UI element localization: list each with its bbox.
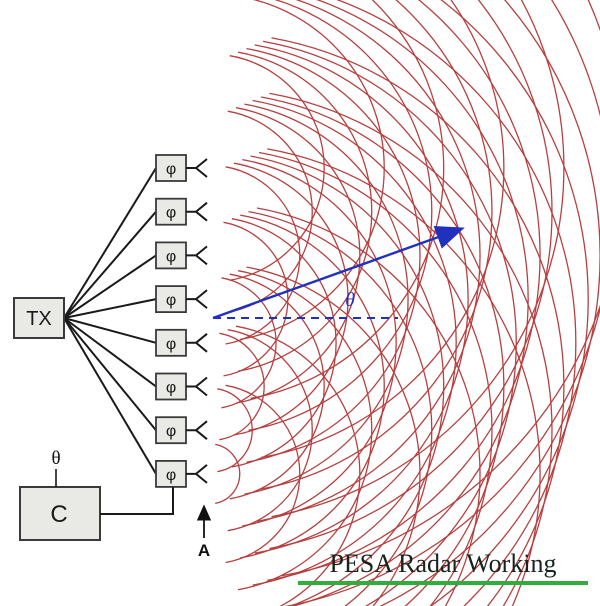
antenna-icon (186, 201, 208, 222)
wavefront-arcs (215, 0, 600, 606)
phase-shifter-label: φ (166, 336, 176, 353)
wavefront-arc (269, 0, 553, 550)
tx-label: TX (26, 308, 52, 330)
feed-line (63, 298, 157, 319)
beam-angle-label: θ (345, 289, 355, 311)
antenna-icon (186, 245, 208, 266)
phase-shifter-box: φ (155, 372, 208, 401)
controller-label: C (50, 501, 67, 528)
wavefront-arc (260, 0, 505, 459)
wavefront-arc (254, 44, 469, 554)
wavefront-arc (248, 210, 433, 606)
phase-shifter-box: φ (155, 241, 208, 270)
wavefront-arc (429, 0, 589, 606)
wavefront-arc (233, 162, 349, 436)
wavefront-arc (256, 0, 481, 522)
antenna-icon (186, 464, 208, 484)
wavefront-arc (248, 0, 433, 431)
controller-box: C (19, 486, 101, 541)
wavefront-arc (237, 51, 373, 372)
wavefront-arc (215, 443, 241, 505)
wavefront-arc (256, 207, 481, 606)
wavefront-arc (290, 0, 529, 606)
wavefront-arc (262, 40, 517, 606)
diagram-title: PESA Radar Working (329, 549, 556, 578)
wavefront-arc (227, 110, 313, 313)
beam-direction-arrow-icon (212, 226, 465, 320)
antenna-icon (186, 376, 208, 397)
wavefront-arc (240, 214, 385, 559)
antenna-icon (186, 420, 208, 440)
feed-line (63, 317, 157, 344)
feed-lines (63, 167, 157, 475)
wavefront-arc (271, 37, 565, 606)
control-line (100, 487, 174, 515)
wavefront-arc (217, 388, 253, 473)
wavefront-arc (225, 384, 301, 564)
wavefront-arc (267, 148, 541, 606)
wavefront-arc (258, 151, 493, 606)
feed-line (63, 254, 157, 319)
phase-shifter-box: φ (155, 154, 208, 182)
wavefront-arc (235, 325, 361, 606)
wavefront-arc (231, 218, 337, 468)
phase-shifter-box: φ (155, 197, 208, 226)
feed-line (63, 211, 157, 319)
wavefront-arc (219, 332, 265, 441)
wavefront-arc (379, 0, 600, 606)
tx-box: TX (13, 297, 65, 339)
feed-line (63, 317, 157, 475)
wavefront-arc (227, 329, 313, 532)
phase-shifter-box: φ (155, 416, 208, 445)
antenna-icon (186, 289, 208, 309)
phase-shifter-label: φ (166, 205, 176, 222)
wavefront-arc (229, 55, 325, 281)
wavefront-arc (260, 96, 505, 606)
wavefront-arc (244, 103, 409, 495)
phase-shifter-label: φ (166, 292, 176, 309)
phase-shifter-label: φ (166, 380, 176, 397)
wavefront-arc (250, 155, 445, 606)
wavefront-arc (246, 47, 421, 463)
phase-shifter-label: φ (166, 161, 176, 178)
feed-line (63, 317, 157, 388)
wavefront-arc (336, 0, 577, 606)
phase-shifter-label: φ (166, 423, 176, 440)
wavefront-arc (221, 277, 277, 409)
theta-control-label: θ (51, 448, 60, 469)
wavefront-arc (267, 0, 541, 582)
array-feed-label: A (198, 541, 210, 560)
wavefront-arc (242, 158, 397, 527)
wavefront-arc (269, 92, 553, 606)
wavefront-arc (223, 221, 289, 377)
feed-line (63, 317, 157, 431)
phase-shifter-box: φ (155, 459, 208, 488)
phase-shifter-box: φ (155, 285, 208, 314)
phase-shifter-label: φ (166, 467, 176, 484)
wavefront-arc (225, 166, 301, 345)
phase-shifter-box: φ (155, 328, 208, 357)
wavefront-arc (235, 107, 361, 404)
feed-line (63, 167, 157, 319)
antenna-icon (186, 333, 208, 353)
phase-shifter-column: φ φ φ φ φ φ φ φ (155, 154, 208, 488)
wavefront-arc (250, 0, 445, 400)
wavefront-arc (281, 0, 600, 577)
phase-shifter-label: φ (166, 248, 176, 265)
wavefront-arc (246, 266, 421, 606)
wavefront-arc (229, 273, 325, 500)
wavefront-arc (252, 99, 457, 586)
antenna-icon (186, 158, 208, 178)
wavefront-arc (237, 270, 373, 591)
wavefront-arc (284, 0, 600, 606)
